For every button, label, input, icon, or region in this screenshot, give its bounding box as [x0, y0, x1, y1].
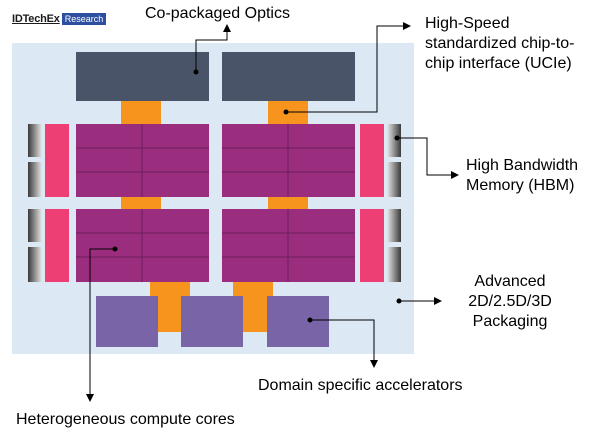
callout-compute [86, 246, 118, 402]
ucie-link-mid-right [268, 197, 308, 209]
hbm-phy-right-bottom [360, 209, 384, 282]
ucie-bridge-left [157, 298, 181, 332]
hbm-stack-left-3 [28, 209, 42, 242]
accelerator-1 [96, 296, 158, 347]
ucie-link-mid-left [121, 197, 161, 209]
hbm-phy-right-top [360, 124, 384, 197]
compute-die-top-left [76, 124, 209, 197]
hbm-stack-right-2 [387, 162, 401, 197]
hbm-stack-left-2 [28, 162, 42, 197]
logo-brand: IDTechEx [12, 13, 60, 25]
hbm-stack-left-4 [28, 247, 42, 282]
accelerator-2 [181, 296, 243, 347]
compute-die-bottom-left [76, 209, 209, 282]
label-hbm: High Bandwidth Memory (HBM) [466, 157, 579, 194]
label-domain-accelerators: Domain specific accelerators [258, 377, 463, 394]
callout-accelerators [307, 317, 378, 368]
hbm-stack-right-4 [387, 247, 401, 282]
hbm-stack-right-3 [387, 209, 401, 242]
compute-die-bottom-right [222, 209, 355, 282]
hbm-phy-left-bottom [45, 209, 69, 282]
callout-ucie [283, 22, 411, 115]
ucie-link-top-left [121, 101, 161, 124]
hbm-stack-right-1 [387, 124, 401, 157]
callout-optics [193, 24, 231, 75]
callout-packaging [396, 297, 442, 305]
label-packaging: Advanced 2D/2.5D/3D Packaging [468, 273, 552, 330]
hbm-stack-left-1 [28, 124, 42, 157]
ucie-link-bottom-1 [150, 282, 190, 298]
ucie-link-bottom-2 [233, 282, 273, 298]
label-ucie: High-Speed standardized chip-to-chip int… [425, 15, 575, 72]
compute-die-top-right [222, 124, 355, 197]
label-co-packaged-optics: Co-packaged Optics [145, 5, 290, 22]
label-compute-cores: Heterogeneous compute cores [16, 411, 235, 428]
logo-tag: Research [61, 13, 107, 25]
ucie-bridge-right [243, 298, 267, 332]
idtechex-logo: IDTechEx Research [12, 12, 107, 26]
optics-module-right [222, 52, 355, 101]
optics-module-left [76, 52, 209, 101]
hbm-phy-left-top [45, 124, 69, 197]
accelerator-3 [267, 296, 329, 347]
callout-hbm [394, 135, 459, 179]
